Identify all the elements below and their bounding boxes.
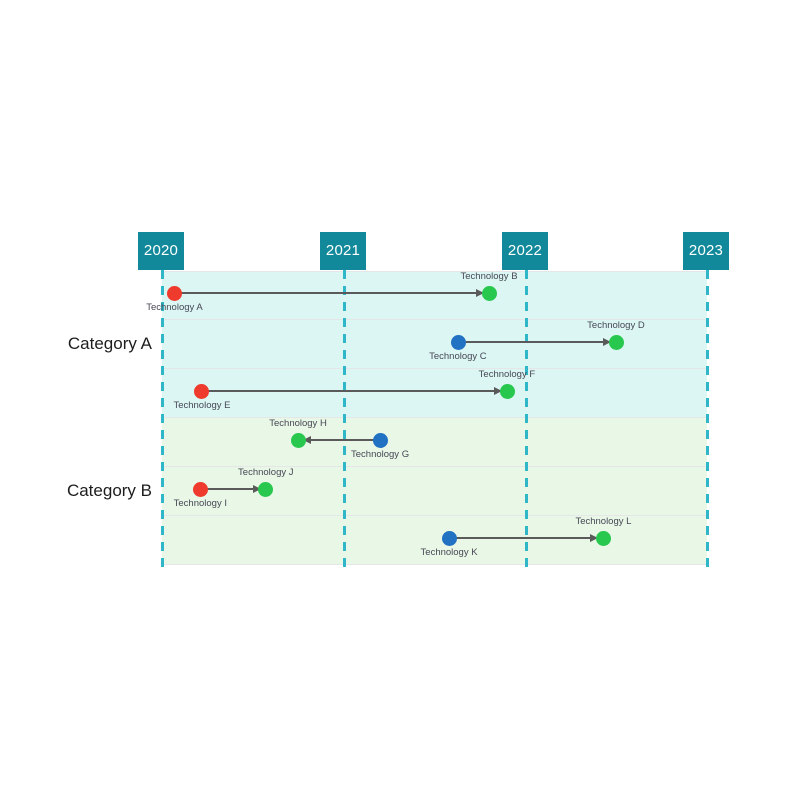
milestone-label-technology-f: Technology F xyxy=(478,369,536,380)
year-gridline-2021 xyxy=(343,270,346,569)
year-header-2023[interactable]: 2023 xyxy=(683,232,729,270)
milestone-label-technology-b: Technology B xyxy=(460,271,518,282)
milestone-label-technology-c: Technology C xyxy=(429,351,487,362)
milestone-marker-technology-d[interactable] xyxy=(608,334,624,350)
timeline-row-band xyxy=(162,271,707,320)
milestone-label-technology-l: Technology L xyxy=(575,516,632,527)
category-label-category-a: Category A xyxy=(67,333,152,353)
milestone-marker-technology-k[interactable] xyxy=(441,530,457,546)
task-connector-line xyxy=(174,292,489,294)
milestone-marker-technology-a[interactable] xyxy=(167,285,183,301)
milestone-marker-technology-l[interactable] xyxy=(595,530,611,546)
timeline-row-band xyxy=(162,418,707,467)
task-arrow-head-right xyxy=(590,533,599,542)
task-arrow-head-right xyxy=(603,337,612,346)
task-arrow-head-right xyxy=(494,386,503,395)
task-arrow-head-right xyxy=(476,288,484,297)
task-connector-line xyxy=(200,488,266,490)
year-gridline-2023 xyxy=(706,270,709,569)
milestone-marker-technology-b[interactable] xyxy=(481,285,497,301)
timeline-row-band xyxy=(162,516,707,565)
task-connector-line xyxy=(201,390,508,392)
task-connector-line xyxy=(298,439,380,441)
milestone-marker-technology-g[interactable] xyxy=(372,432,388,448)
milestone-label-technology-a: Technology A xyxy=(146,302,203,313)
task-connector-line xyxy=(458,341,617,343)
milestone-marker-technology-i[interactable] xyxy=(192,481,208,497)
year-header-2021[interactable]: 2021 xyxy=(320,232,366,270)
milestone-marker-technology-e[interactable] xyxy=(194,383,210,399)
year-header-2020[interactable]: 2020 xyxy=(138,232,184,270)
milestone-marker-technology-j[interactable] xyxy=(258,481,274,497)
timeline-row-band xyxy=(162,369,707,418)
task-arrow-head-left xyxy=(303,435,312,444)
milestone-label-technology-d: Technology D xyxy=(587,320,645,331)
milestone-marker-technology-f[interactable] xyxy=(499,383,515,399)
task-connector-line xyxy=(449,537,604,539)
milestone-marker-technology-h[interactable] xyxy=(290,432,306,448)
year-header-2022[interactable]: 2022 xyxy=(502,232,548,270)
milestone-label-technology-i: Technology I xyxy=(173,498,227,509)
milestone-label-technology-j: Technology J xyxy=(238,467,294,478)
year-gridline-2020 xyxy=(161,270,164,569)
milestone-label-technology-k: Technology K xyxy=(420,547,478,558)
milestone-label-technology-g: Technology G xyxy=(351,449,410,460)
category-label-category-b: Category B xyxy=(66,480,152,500)
milestone-marker-technology-c[interactable] xyxy=(450,334,466,350)
task-arrow-head-right xyxy=(252,484,261,493)
milestone-label-technology-e: Technology E xyxy=(173,400,231,411)
year-gridline-2022 xyxy=(525,270,528,569)
milestone-label-technology-h: Technology H xyxy=(269,418,327,429)
